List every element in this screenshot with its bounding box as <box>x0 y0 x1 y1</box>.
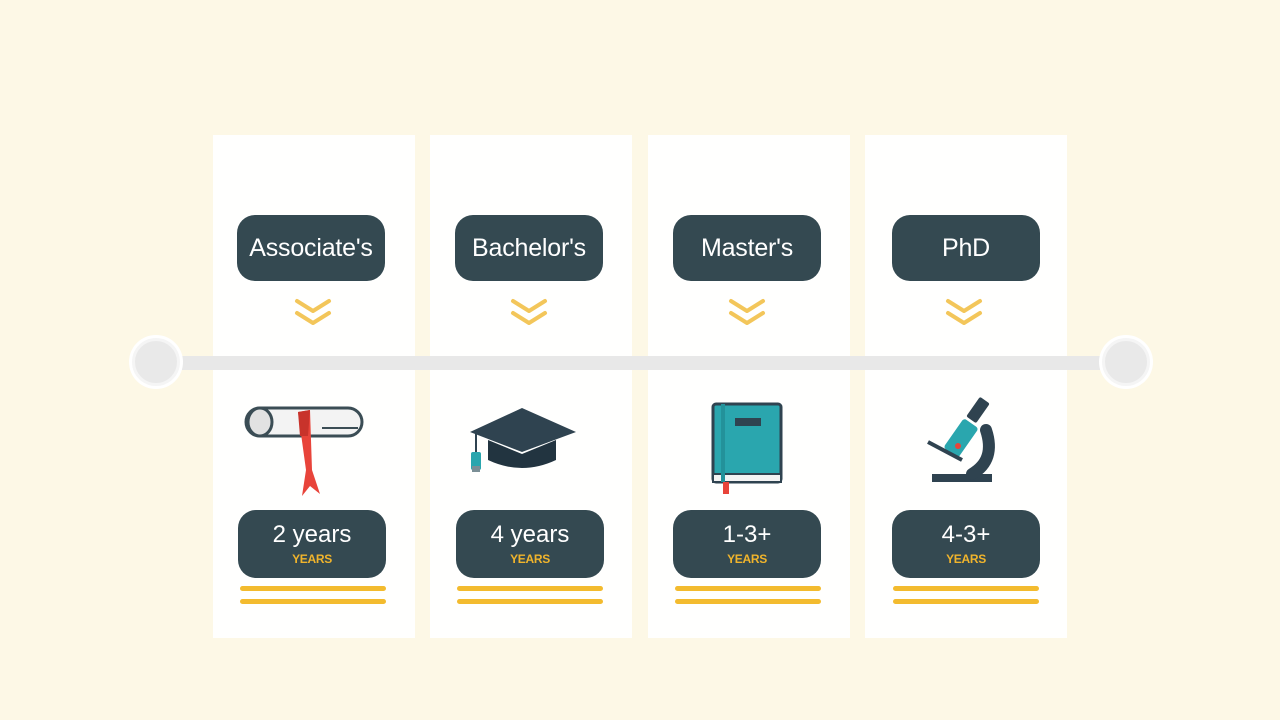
microscope-icon <box>927 397 995 482</box>
duration-value: 4-3+ <box>941 520 991 548</box>
book-icon <box>711 402 783 494</box>
duration-badge-bachelors: 4 years YEARS <box>456 510 604 578</box>
accent-bars <box>893 586 1039 608</box>
timeline-start-node <box>132 338 180 386</box>
accent-bar <box>893 599 1039 604</box>
chevron-down-icon <box>511 299 547 325</box>
accent-bars <box>240 586 386 608</box>
stage-title-masters: Master's <box>673 215 821 281</box>
duration-unit: YEARS <box>727 551 767 566</box>
duration-badge-phd: 4-3+ YEARS <box>892 510 1040 578</box>
diploma-scroll-icon <box>244 406 364 496</box>
duration-unit: YEARS <box>946 551 986 566</box>
graduation-cap-icon <box>470 408 576 472</box>
accent-bars <box>675 586 821 608</box>
stage-title-phd: PhD <box>892 215 1040 281</box>
accent-bar <box>893 586 1039 591</box>
stage-title-bachelors: Bachelor's <box>455 215 603 281</box>
accent-bar <box>457 586 603 591</box>
accent-bars <box>457 586 603 608</box>
accent-bar <box>457 599 603 604</box>
chevron-down-icon <box>295 299 331 325</box>
duration-badge-masters: 1-3+ YEARS <box>673 510 821 578</box>
timeline-end-node <box>1102 338 1150 386</box>
chevron-down-icon <box>729 299 765 325</box>
duration-value: 1-3+ <box>722 520 772 548</box>
duration-value: 4 years <box>490 520 570 548</box>
duration-value: 2 years <box>272 520 352 548</box>
accent-bar <box>240 599 386 604</box>
duration-badge-associates: 2 years YEARS <box>238 510 386 578</box>
chevron-down-icon <box>946 299 982 325</box>
timeline-line <box>155 356 1125 370</box>
accent-bar <box>240 586 386 591</box>
duration-unit: YEARS <box>292 551 332 566</box>
accent-bar <box>675 599 821 604</box>
stage-title-associates: Associate's <box>237 215 385 281</box>
accent-bar <box>675 586 821 591</box>
duration-unit: YEARS <box>510 551 550 566</box>
